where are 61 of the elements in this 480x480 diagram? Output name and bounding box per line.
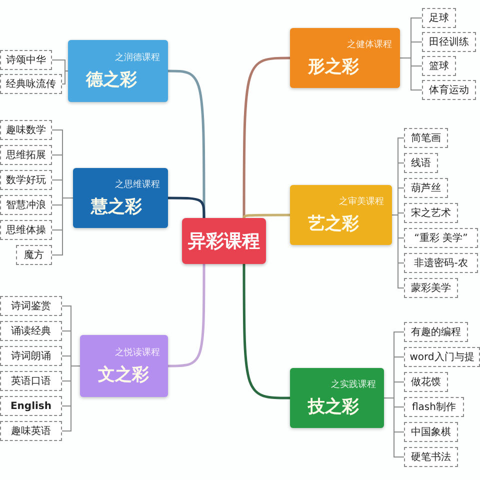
subtopic-box: 宋之艺术 bbox=[404, 203, 458, 223]
topic-title: 艺之彩 bbox=[307, 213, 360, 235]
topic-title: 慧之彩 bbox=[90, 196, 143, 218]
subtopic-box: 非遗密码-农 bbox=[404, 253, 478, 273]
branch-curve bbox=[242, 214, 290, 218]
connector-line bbox=[392, 214, 404, 288]
subtopic-box: 葫芦丝 bbox=[404, 178, 448, 198]
topic-title: 文之彩 bbox=[97, 364, 150, 386]
subtopic-box: 足球 bbox=[422, 8, 456, 28]
branch-topic bbox=[73, 168, 168, 228]
subtopic-box: 趣味英语 bbox=[0, 421, 62, 441]
subtopic-box: flash制作 bbox=[404, 397, 464, 417]
topic-subtitle: 之悦读课程 bbox=[115, 346, 160, 359]
subtopic-box: 智慧冲浪 bbox=[0, 195, 52, 215]
branch-topic bbox=[68, 40, 168, 102]
subtopic-box: 诗词朗诵 bbox=[0, 346, 62, 366]
connector-line bbox=[62, 70, 68, 84]
connector-line bbox=[62, 366, 80, 432]
branch-curve bbox=[242, 264, 290, 400]
subtopic-box: 思维体操 bbox=[0, 220, 52, 240]
branch-curve bbox=[242, 56, 290, 218]
branch-curve bbox=[168, 196, 206, 218]
subtopic-box: 数学好玩 bbox=[0, 170, 52, 190]
subtopic-box: 趣味数学 bbox=[0, 120, 52, 140]
subtopic-box: English bbox=[0, 396, 62, 416]
branch-topic bbox=[290, 28, 400, 88]
branch-topic bbox=[290, 185, 392, 245]
branch-curve bbox=[168, 264, 206, 368]
subtopic-box: 诗词鉴赏 bbox=[0, 296, 62, 316]
subtopic-box: 做花馍 bbox=[404, 372, 448, 392]
connector-line bbox=[52, 198, 74, 256]
subtopic-box: 有趣的编程 bbox=[404, 322, 468, 342]
subtopic-box: 魔方 bbox=[16, 245, 52, 265]
topic-subtitle: 之审美课程 bbox=[339, 196, 384, 208]
branch-topic bbox=[290, 368, 384, 428]
subtopic-box: 篮球 bbox=[422, 56, 456, 76]
subtopic-box: 线语 bbox=[404, 153, 438, 173]
branch-topic bbox=[80, 335, 168, 397]
connector-line bbox=[52, 60, 68, 72]
subtopic-box: 思维拓展 bbox=[0, 145, 52, 165]
topic-subtitle: 之实践课程 bbox=[331, 378, 376, 391]
topic-title: 德之彩 bbox=[84, 69, 138, 91]
topic-subtitle: 之健体课程 bbox=[347, 38, 392, 51]
subtopic-box: 简笔画 bbox=[404, 128, 448, 148]
subtopic-box: 经典咏流传 bbox=[0, 74, 62, 94]
subtopic-box: “重彩 美学” bbox=[404, 228, 478, 248]
subtopic-box: 诗颂中华 bbox=[0, 50, 52, 70]
topic-title: 技之彩 bbox=[306, 396, 360, 418]
subtopic-box: 英语口语 bbox=[0, 371, 62, 391]
topic-title: 形之彩 bbox=[306, 56, 360, 78]
subtopic-box: word入门与提 bbox=[404, 347, 480, 367]
central-topic: 异彩课程 bbox=[182, 218, 266, 264]
subtopic-box: 诵读经典 bbox=[0, 321, 62, 341]
subtopic-box: 体育运动 bbox=[422, 80, 476, 100]
topic-subtitle: 之思维课程 bbox=[115, 178, 160, 191]
topic-subtitle: 之润德课程 bbox=[115, 52, 160, 64]
subtopic-box: 蒙彩美学 bbox=[404, 278, 458, 298]
subtopic-box: 硬笔书法 bbox=[404, 447, 458, 467]
connector-line bbox=[400, 58, 422, 90]
subtopic-box: 中国象棋 bbox=[404, 422, 458, 442]
subtopic-box: 田径训练 bbox=[422, 32, 476, 52]
